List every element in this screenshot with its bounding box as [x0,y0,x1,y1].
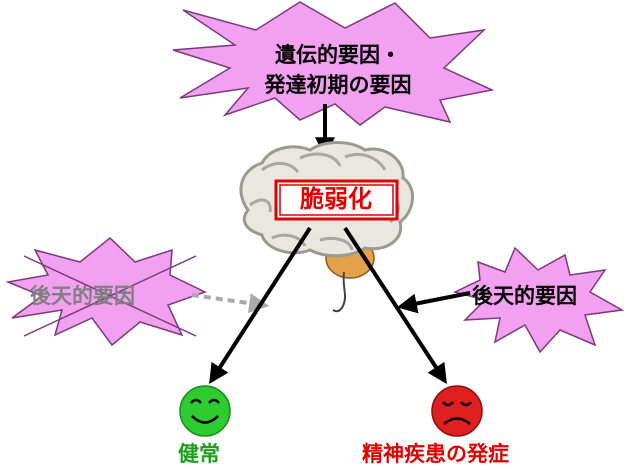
smile-face-icon [179,385,231,437]
arrow-acquired-factor [396,291,471,314]
arrow-brain-to-healthy [209,226,312,385]
arrow-negated-factor-dashed [191,293,270,314]
acquired-factor-burst [452,246,625,354]
negated-factor-label: 後天的要因 [30,284,135,308]
top-factor-line2: 発達初期の要因 [264,73,412,97]
negation-cross-line-2 [23,255,197,337]
sad-face-icon [431,385,483,437]
top-factor-line1: 遺伝的要因・ [275,43,401,67]
brain-icon [239,141,414,313]
negated-factor-burst [5,237,207,347]
top-factor-label: 遺伝的要因・ 発達初期の要因 [238,40,438,100]
acquired-factor-label: 後天的要因 [472,284,577,308]
arrow-brain-to-disorder [343,226,447,385]
disorder-onset-label: 精神疾患の発症 [362,442,509,466]
healthy-label: 健常 [178,442,220,466]
top-factor-burst [172,1,495,126]
vulnerability-box [274,179,399,221]
vulnerability-label: 脆弱化 [300,185,372,213]
